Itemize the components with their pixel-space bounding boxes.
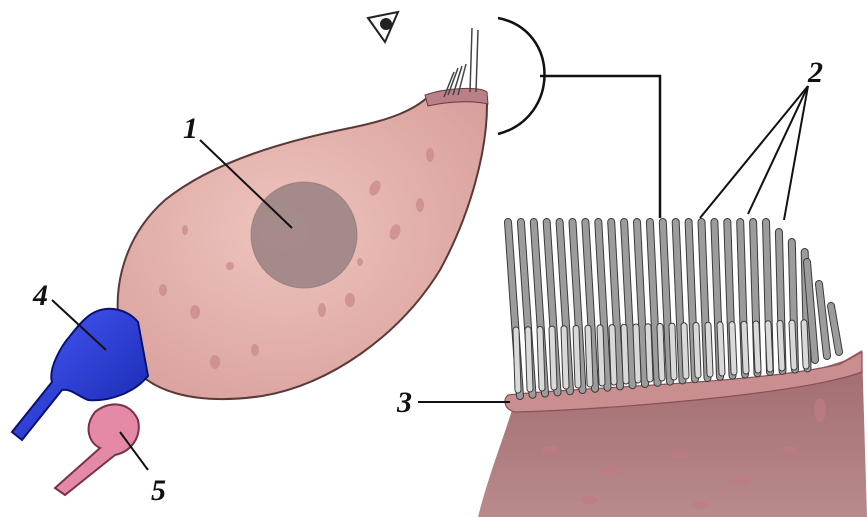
short-stereocilium-shade (672, 326, 674, 377)
label-5: 5 (151, 474, 166, 507)
label-1: 1 (183, 112, 198, 145)
cell-stereocilia-tuft (444, 28, 478, 97)
short-stereocilium-shade (720, 325, 722, 373)
short-stereocilium-shade (708, 325, 710, 374)
short-stereocilium-shade (636, 327, 638, 380)
eye-icon (368, 12, 398, 42)
afferent-terminal-pink (55, 404, 139, 495)
magnifier-arc (498, 18, 545, 134)
short-stereocilium-shade (648, 327, 650, 379)
short-stereocilium-shade (696, 326, 698, 376)
short-stereocilium-shade (684, 326, 686, 376)
short-stereocilium-shade (792, 323, 794, 367)
short-stereocilium-shade (576, 329, 578, 386)
tall-stereocilium-shade (676, 222, 683, 380)
short-stereocilium-shade (600, 328, 602, 383)
short-stereocilium-shade (756, 324, 758, 370)
short-stereocilium-shade (804, 323, 806, 366)
short-stereocilium-shade (516, 330, 518, 390)
short-stereocilium-shade (768, 324, 770, 369)
label-3: 3 (396, 386, 412, 419)
short-stereocilium-shade (612, 328, 614, 382)
short-stereocilium-shade (780, 323, 782, 368)
nucleus (251, 182, 357, 288)
short-stereocilium-shade (660, 326, 662, 378)
short-stereocilium-shade (540, 329, 542, 388)
label-4: 4 (32, 279, 48, 312)
short-stereocilium-shade (552, 329, 554, 387)
short-stereocilium-shade (732, 325, 734, 372)
short-stereocilium-shade (528, 330, 530, 389)
short-stereocilium-shade (564, 329, 566, 386)
short-stereocilium-shade (744, 324, 746, 371)
tall-stereocilium-shade (831, 306, 839, 352)
short-stereocilium-shade (624, 327, 626, 381)
magnifier-connector (540, 76, 660, 218)
tall-stereocilium-shade (819, 284, 827, 356)
short-stereocilium-shade (588, 328, 590, 384)
label-2: 2 (807, 56, 823, 89)
